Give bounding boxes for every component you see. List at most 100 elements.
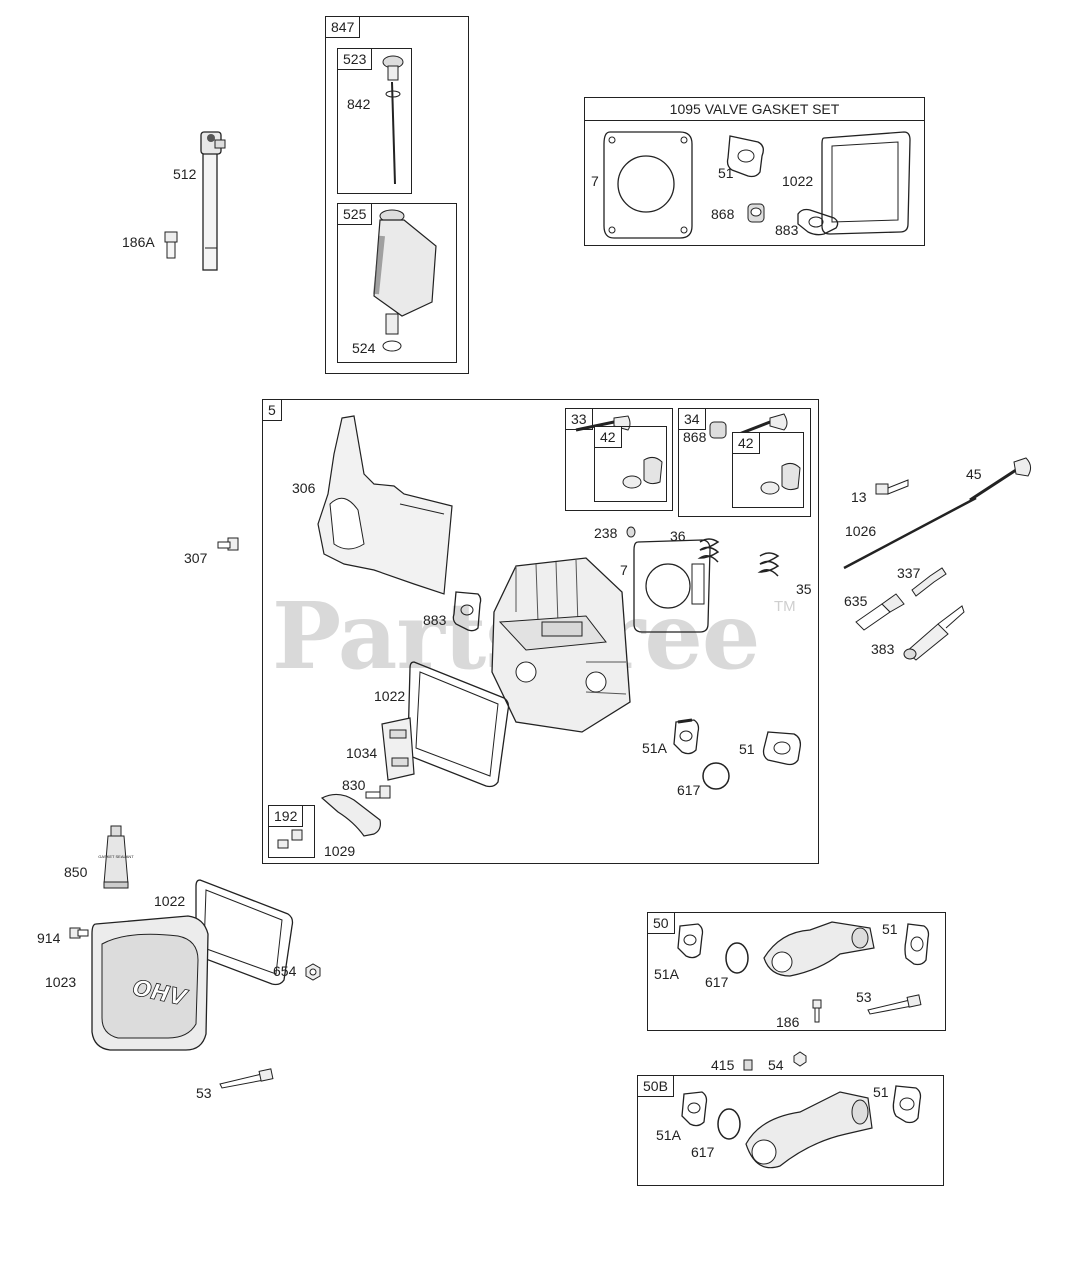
group-42a-tag: 42: [595, 427, 622, 448]
group-5-tag: 5: [263, 400, 282, 421]
oring-617-50b-drawing[interactable]: [714, 1106, 744, 1142]
breather-1034-drawing[interactable]: [378, 716, 418, 782]
head-gasket-7-drawing[interactable]: [600, 126, 696, 242]
callout-415: 415: [711, 1057, 735, 1073]
intake-manifold-50-drawing[interactable]: [760, 918, 880, 980]
callout-883-gasket-set: 883: [775, 222, 799, 238]
callout-635: 635: [844, 593, 868, 609]
callout-306: 306: [292, 480, 316, 496]
screw-914-drawing[interactable]: [66, 924, 90, 944]
group-847: 847: [325, 16, 469, 374]
valve-seal-868-drawing[interactable]: [744, 202, 770, 226]
callout-1022-cover: 1022: [154, 893, 186, 909]
exhaust-gasket-883-head-drawing[interactable]: [450, 588, 484, 634]
callout-7-gasket-set: 7: [591, 173, 599, 189]
cylinder-head-drawing[interactable]: [486, 552, 636, 738]
intake-gasket-51-head-drawing[interactable]: [760, 728, 804, 768]
group-50b-intake: 50B: [637, 1075, 944, 1186]
spark-plug-383-drawing[interactable]: [898, 604, 968, 664]
stud-53-cover-drawing[interactable]: [216, 1066, 282, 1090]
callout-868-head: 868: [683, 429, 707, 445]
group-525-tag: 525: [338, 204, 373, 225]
callout-914: 914: [37, 930, 61, 946]
plug-415-drawing[interactable]: [742, 1058, 754, 1072]
group-5-cylinder-head: 5: [262, 399, 819, 864]
callout-512: 512: [173, 166, 197, 182]
boot-635-drawing[interactable]: [852, 590, 906, 632]
group-50b-tag: 50B: [638, 1076, 674, 1097]
callout-53-50: 53: [856, 989, 872, 1005]
callout-1034: 1034: [346, 745, 378, 761]
keepers-42b-drawing[interactable]: [758, 458, 806, 498]
pin-238-drawing[interactable]: [626, 526, 636, 538]
screw-54-drawing[interactable]: [790, 1050, 810, 1070]
air-guide-306-drawing[interactable]: [314, 414, 458, 600]
sealant-850-drawing[interactable]: GASKET SEALANT: [98, 824, 134, 890]
callout-1022-head: 1022: [374, 688, 406, 704]
group-50-intake: 50: [647, 912, 946, 1031]
dipstick-tube-512-drawing[interactable]: [195, 128, 235, 278]
intake-gasket-51a-head-drawing[interactable]: [670, 716, 704, 758]
screw-192-drawing[interactable]: [274, 826, 310, 852]
screw-307-drawing[interactable]: [216, 536, 242, 558]
spring-36-drawing[interactable]: [696, 536, 722, 566]
dipstick-523-drawing[interactable]: [378, 54, 408, 190]
callout-1023: 1023: [45, 974, 77, 990]
keepers-42a-drawing[interactable]: [620, 452, 668, 492]
gasket-51-50b-drawing[interactable]: [890, 1082, 926, 1126]
fill-tube-525-drawing[interactable]: [362, 206, 442, 356]
exhaust-gasket-883-drawing[interactable]: [794, 206, 840, 236]
callout-53-cover: 53: [196, 1085, 212, 1101]
callout-51a-head: 51A: [642, 740, 667, 756]
group-1095-valve-gasket-set: 1095 VALVE GASKET SET: [584, 97, 925, 246]
callout-51-50: 51: [882, 921, 898, 937]
spark-plug-337-drawing[interactable]: [908, 564, 948, 598]
fitting-186a-drawing[interactable]: [162, 230, 182, 262]
gasket-51-50-drawing[interactable]: [902, 920, 932, 968]
valve-45-drawing[interactable]: [964, 456, 1034, 506]
callout-842: 842: [347, 96, 371, 112]
group-192-tag: 192: [269, 806, 304, 827]
callout-1022-gasket-set: 1022: [782, 173, 814, 189]
callout-238: 238: [594, 525, 618, 541]
callout-51a-50b: 51A: [656, 1127, 681, 1143]
group-1095-title: 1095 VALVE GASKET SET: [585, 98, 924, 121]
push-rod-1026-drawing[interactable]: [840, 494, 980, 574]
group-42-keeper-a: 42: [594, 426, 667, 502]
oring-617-50-drawing[interactable]: [722, 940, 752, 976]
stud-53-50-drawing[interactable]: [864, 992, 930, 1016]
screw-13-drawing[interactable]: [872, 476, 912, 500]
fitting-186-50-drawing[interactable]: [810, 998, 824, 1026]
rocker-gasket-1022-head-drawing[interactable]: [404, 658, 514, 790]
callout-617-50b: 617: [691, 1144, 715, 1160]
rocker-gasket-1022-drawing[interactable]: [818, 128, 914, 238]
rocker-cover-1023-drawing[interactable]: OHV: [88, 914, 214, 1054]
nut-654-drawing[interactable]: [302, 962, 324, 982]
callout-617-50: 617: [705, 974, 729, 990]
oring-617-head-drawing[interactable]: [700, 760, 732, 792]
group-50-tag: 50: [648, 913, 675, 934]
group-34-tag: 34: [679, 409, 706, 430]
valve-seal-868-head-drawing[interactable]: [706, 420, 732, 442]
trademark-mark: TM: [774, 598, 796, 615]
gasket-51a-50-drawing[interactable]: [674, 920, 708, 962]
callout-54: 54: [768, 1057, 784, 1073]
group-33-tag: 33: [566, 409, 593, 430]
gasket-51a-50b-drawing[interactable]: [678, 1088, 712, 1130]
intake-manifold-50b-drawing[interactable]: [740, 1082, 880, 1174]
group-42b-tag: 42: [733, 433, 760, 454]
deflector-1029-drawing[interactable]: [318, 788, 384, 842]
group-523: 523: [337, 48, 412, 194]
intake-gasket-51-drawing[interactable]: [724, 132, 768, 180]
spring-35-drawing[interactable]: [756, 550, 782, 580]
screw-830-drawing[interactable]: [364, 782, 394, 804]
head-gasket-7-head-drawing[interactable]: [630, 536, 714, 636]
callout-868-gasket-set: 868: [711, 206, 735, 222]
callout-850: 850: [64, 864, 88, 880]
callout-617-head: 617: [677, 782, 701, 798]
callout-1026: 1026: [845, 523, 877, 539]
group-523-tag: 523: [338, 49, 373, 70]
callout-337: 337: [897, 565, 921, 581]
callout-7-head: 7: [620, 562, 628, 578]
group-33-exhaust-valve: 33: [565, 408, 673, 511]
